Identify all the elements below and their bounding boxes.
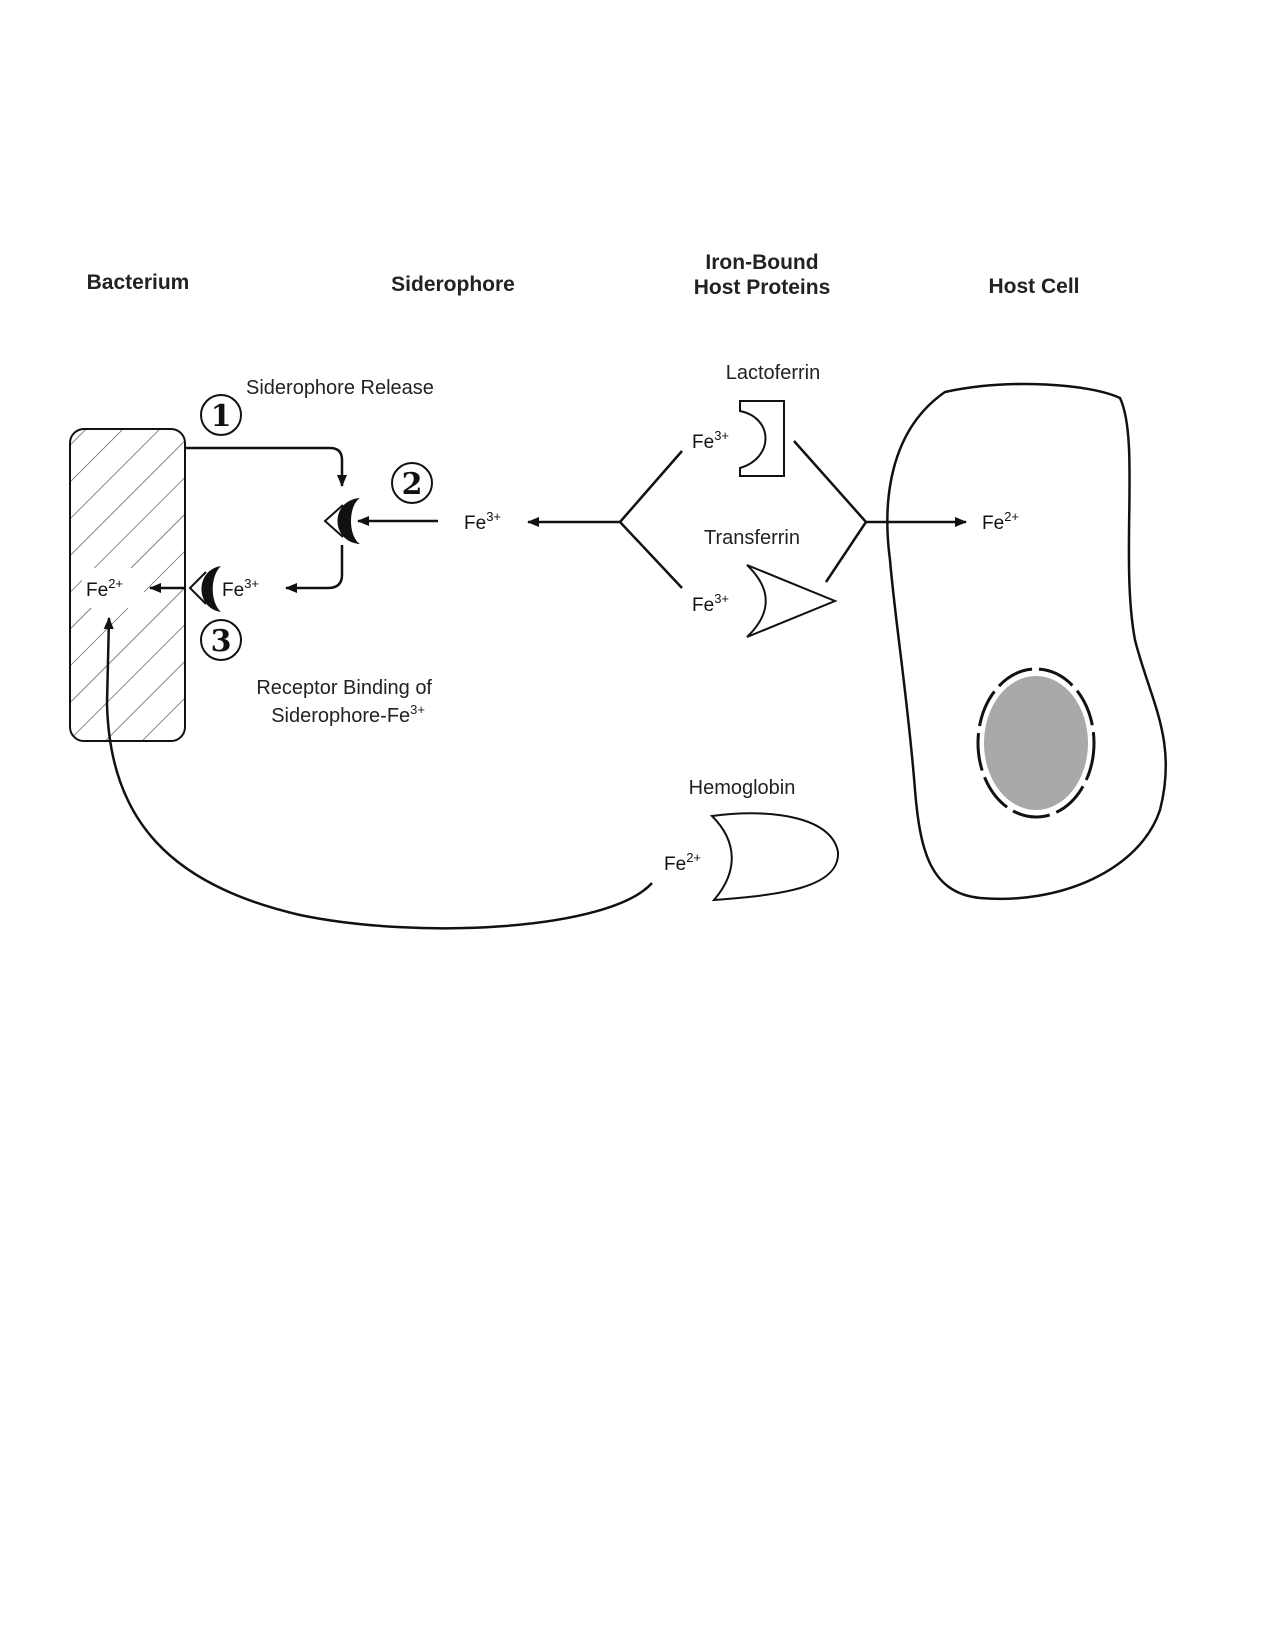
header-siderophore: Siderophore [391, 273, 515, 296]
header-bacterium: Bacterium [87, 271, 190, 294]
fe3-complex-label: Fe3+ [222, 576, 259, 601]
fe3-transferrin-label: Fe3+ [692, 591, 729, 616]
svg-text:2: 2 [402, 467, 423, 502]
transferrin-label: Transferrin [704, 527, 800, 549]
fe2-bacterium-label: Fe2+ [86, 576, 123, 601]
siderophore-binding-arrow [285, 545, 344, 593]
fe2-hemoglobin-label: Fe2+ [664, 850, 701, 875]
svg-text:3: 3 [211, 624, 232, 659]
siderophore-icon [323, 498, 360, 544]
bacterium-cell [69, 428, 186, 742]
host-cell-nucleus [976, 667, 1096, 819]
lactoferrin-label: Lactoferrin [726, 362, 821, 384]
fe2-host-label: Fe2+ [982, 509, 1019, 534]
hemoglobin-fe2-uptake-arrow [103, 617, 653, 930]
hemoglobin-icon [709, 812, 840, 902]
hemoglobin-label: Hemoglobin [689, 777, 796, 799]
fe3-free-label: Fe3+ [464, 509, 501, 534]
protein-branch-right [793, 440, 868, 583]
header-host-proteins-line2: Host Proteins [694, 276, 831, 299]
step-3-label-line2: Siderophore-Fe3+ [271, 702, 425, 727]
step-1-label: Siderophore Release [246, 377, 434, 399]
step-2-marker: 2 [391, 462, 433, 504]
host-cell [886, 382, 1168, 901]
step-1-marker: 1 [200, 394, 242, 436]
protein-branch-left [618, 450, 683, 589]
step-3-marker: 3 [200, 619, 242, 661]
svg-text:1: 1 [211, 399, 232, 434]
header-host-proteins-line1: Iron-Bound [705, 251, 818, 274]
transferrin-icon [746, 564, 838, 638]
fe3-lactoferrin-label: Fe3+ [692, 428, 729, 453]
header-host-cell: Host Cell [988, 275, 1079, 298]
siderophore-fe3-complex-icon [188, 566, 221, 612]
siderophore-release-arrow [185, 446, 347, 487]
step-3-label-line1: Receptor Binding of [256, 677, 432, 699]
lactoferrin-icon [739, 400, 785, 477]
